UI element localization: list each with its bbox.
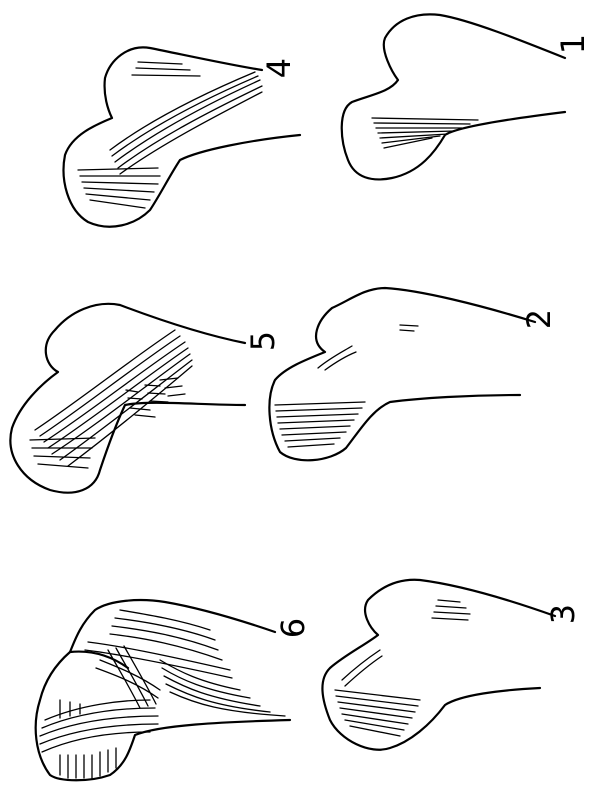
label-4: 4 xyxy=(263,53,295,83)
trabecular-pattern-3 xyxy=(335,600,470,736)
trabecular-pattern-5 xyxy=(30,330,192,468)
femur-drawing-5 xyxy=(10,304,245,493)
femur-drawing-6 xyxy=(36,600,290,780)
label-6: 6 xyxy=(277,613,309,643)
trabecular-pattern-2 xyxy=(275,325,418,447)
trabecular-pattern-1 xyxy=(372,118,478,148)
label-2: 2 xyxy=(523,304,555,334)
label-1: 1 xyxy=(557,29,589,59)
femur-drawing-3 xyxy=(322,580,555,750)
label-3: 3 xyxy=(547,599,579,629)
femur-drawing-2 xyxy=(269,288,535,460)
femur-drawing-1 xyxy=(342,14,565,179)
label-5: 5 xyxy=(247,326,279,356)
